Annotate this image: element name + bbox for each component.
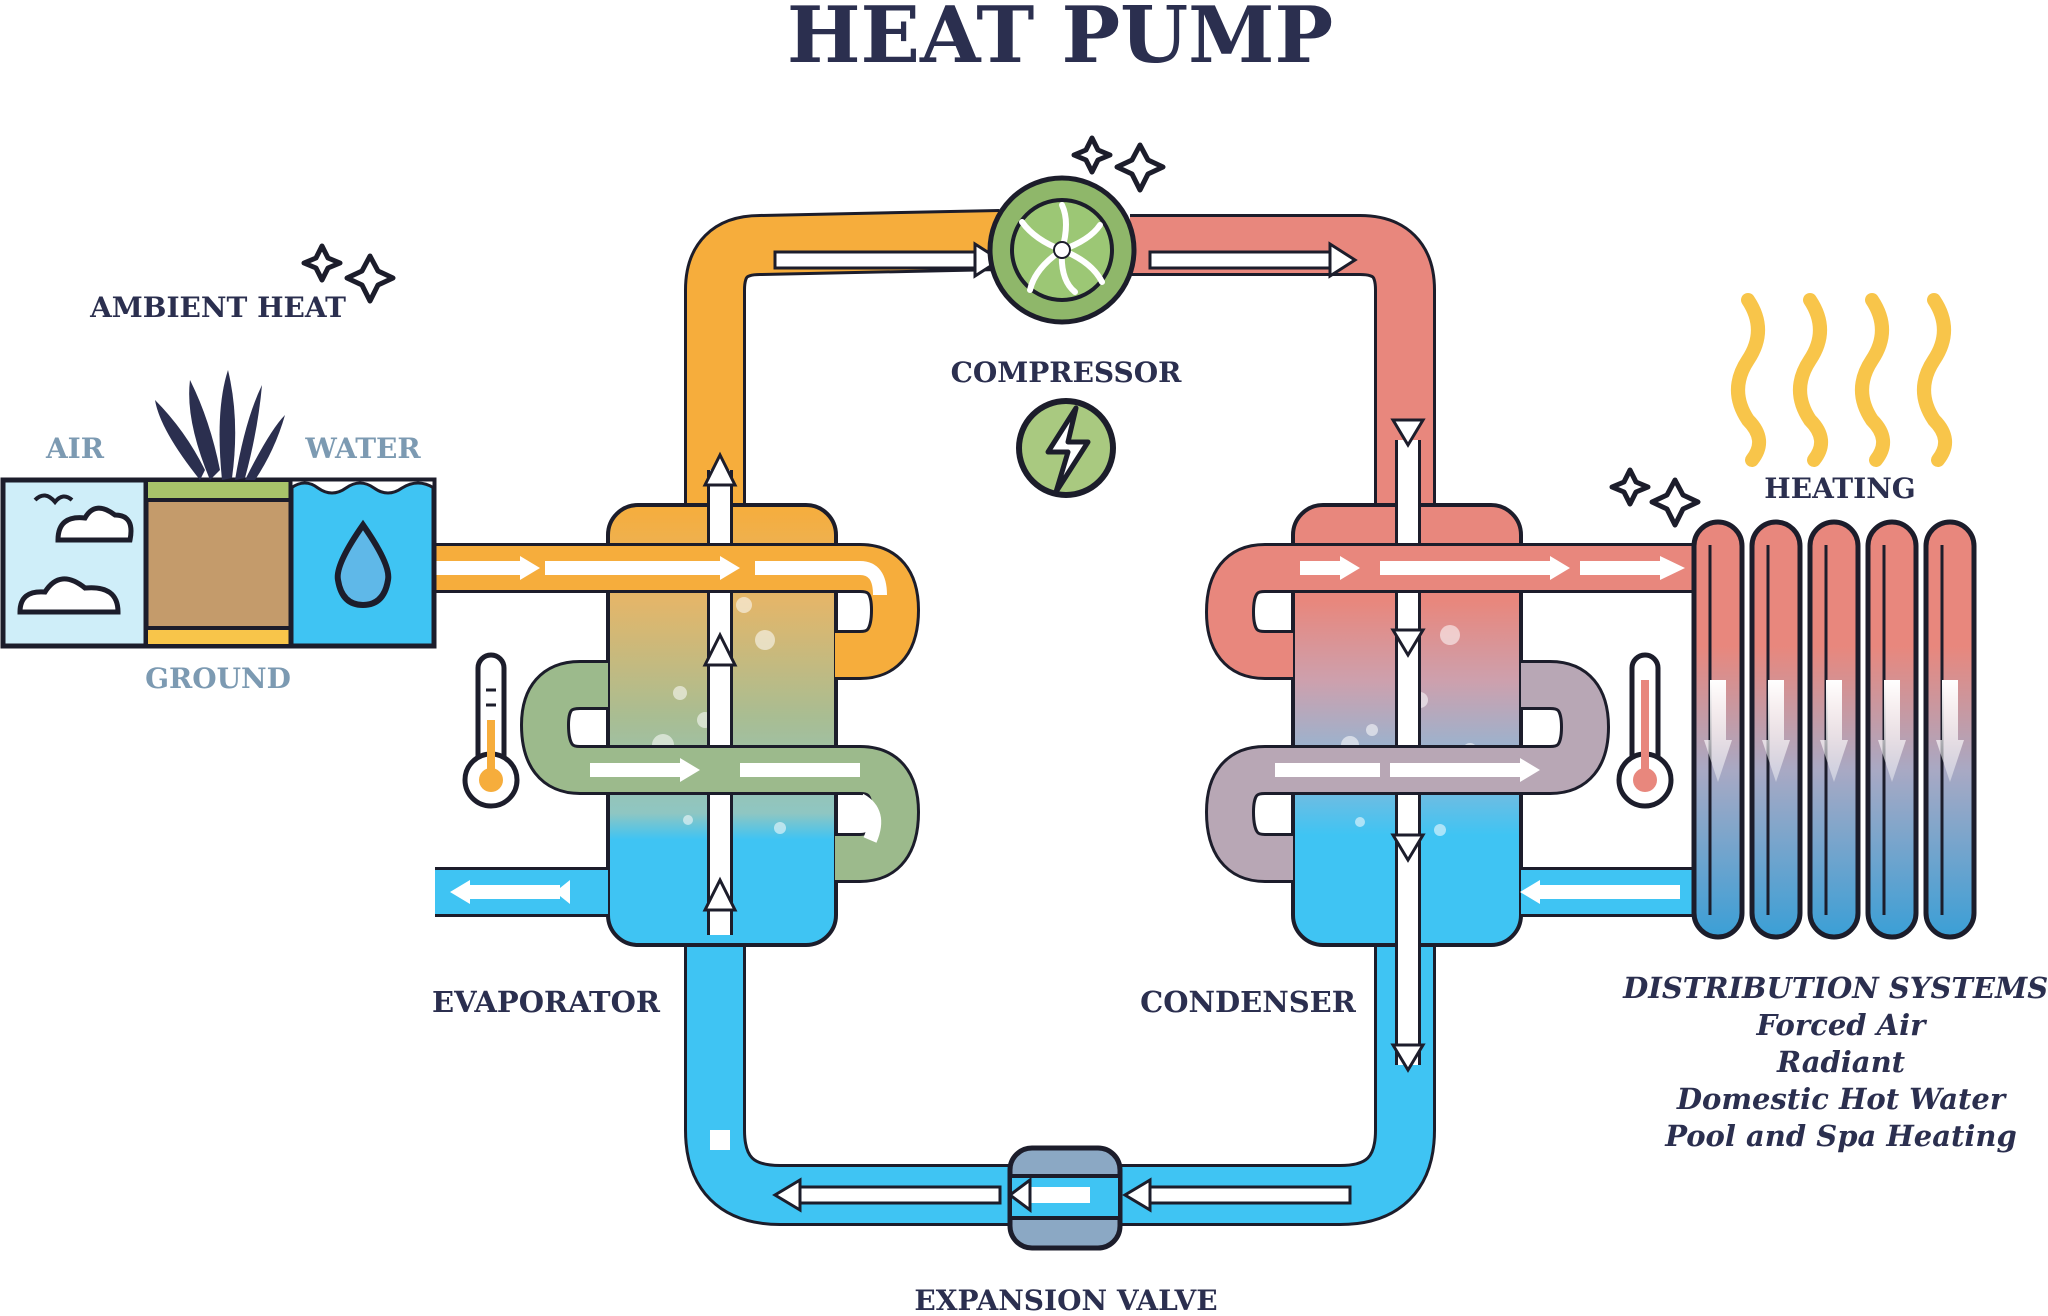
thermometer-icon xyxy=(462,652,520,809)
heat-waves-icon xyxy=(1731,293,1952,467)
source-outlet-pipe xyxy=(435,867,608,917)
vapor-pipe-to-compressor xyxy=(684,209,1001,520)
ground-label: GROUND xyxy=(145,662,291,695)
compressor-label: COMPRESSOR xyxy=(951,356,1183,389)
distribution-item: Pool and Spa Heating xyxy=(1664,1119,2017,1153)
heating-label: HEATING xyxy=(1764,472,1915,505)
thermometer-icon xyxy=(1616,652,1674,809)
hot-gas-pipe xyxy=(1130,214,1436,520)
page-title: HEAT PUMP xyxy=(787,0,1333,81)
expansion-valve-icon xyxy=(1007,1145,1123,1251)
water-drop-icon xyxy=(334,519,392,609)
heating-middle-coil xyxy=(1204,660,1611,883)
heating-return-pipe xyxy=(1520,867,1700,917)
water-source-panel xyxy=(288,477,437,649)
distribution-item: Radiant xyxy=(1776,1045,1906,1079)
distribution-item: Domestic Hot Water xyxy=(1676,1082,2008,1116)
air-source-panel xyxy=(0,477,149,649)
grass-icon xyxy=(155,370,285,480)
air-label: AIR xyxy=(45,432,105,465)
distribution-item: Forced Air xyxy=(1756,1008,1929,1042)
compressor-icon xyxy=(987,175,1137,325)
source-inlet-coil xyxy=(420,543,921,680)
condenser-label: CONDENSER xyxy=(1140,985,1357,1019)
water-label: WATER xyxy=(304,432,421,465)
ambient-heat-label: AMBIENT HEAT xyxy=(89,291,346,324)
sparkle-icon xyxy=(1071,135,1166,193)
sparkle-icon xyxy=(301,243,396,304)
electric-power-icon xyxy=(1016,398,1116,498)
radiator-icon xyxy=(1691,519,1977,940)
ground-source-panel xyxy=(143,370,294,649)
loop-arrows xyxy=(772,241,1358,1213)
heating-supply-coil xyxy=(1204,543,1700,680)
distribution-heading: DISTRIBUTION SYSTEMS: xyxy=(1622,971,2048,1005)
source-middle-coil xyxy=(519,660,921,883)
distribution-systems: DISTRIBUTION SYSTEMS: Forced Air Radiant… xyxy=(1622,971,2048,1153)
evaporator-label: EVAPORATOR xyxy=(432,985,661,1019)
sparkle-icon xyxy=(1609,467,1701,528)
expansion-valve-label: EXPANSION VALVE xyxy=(914,1284,1217,1316)
